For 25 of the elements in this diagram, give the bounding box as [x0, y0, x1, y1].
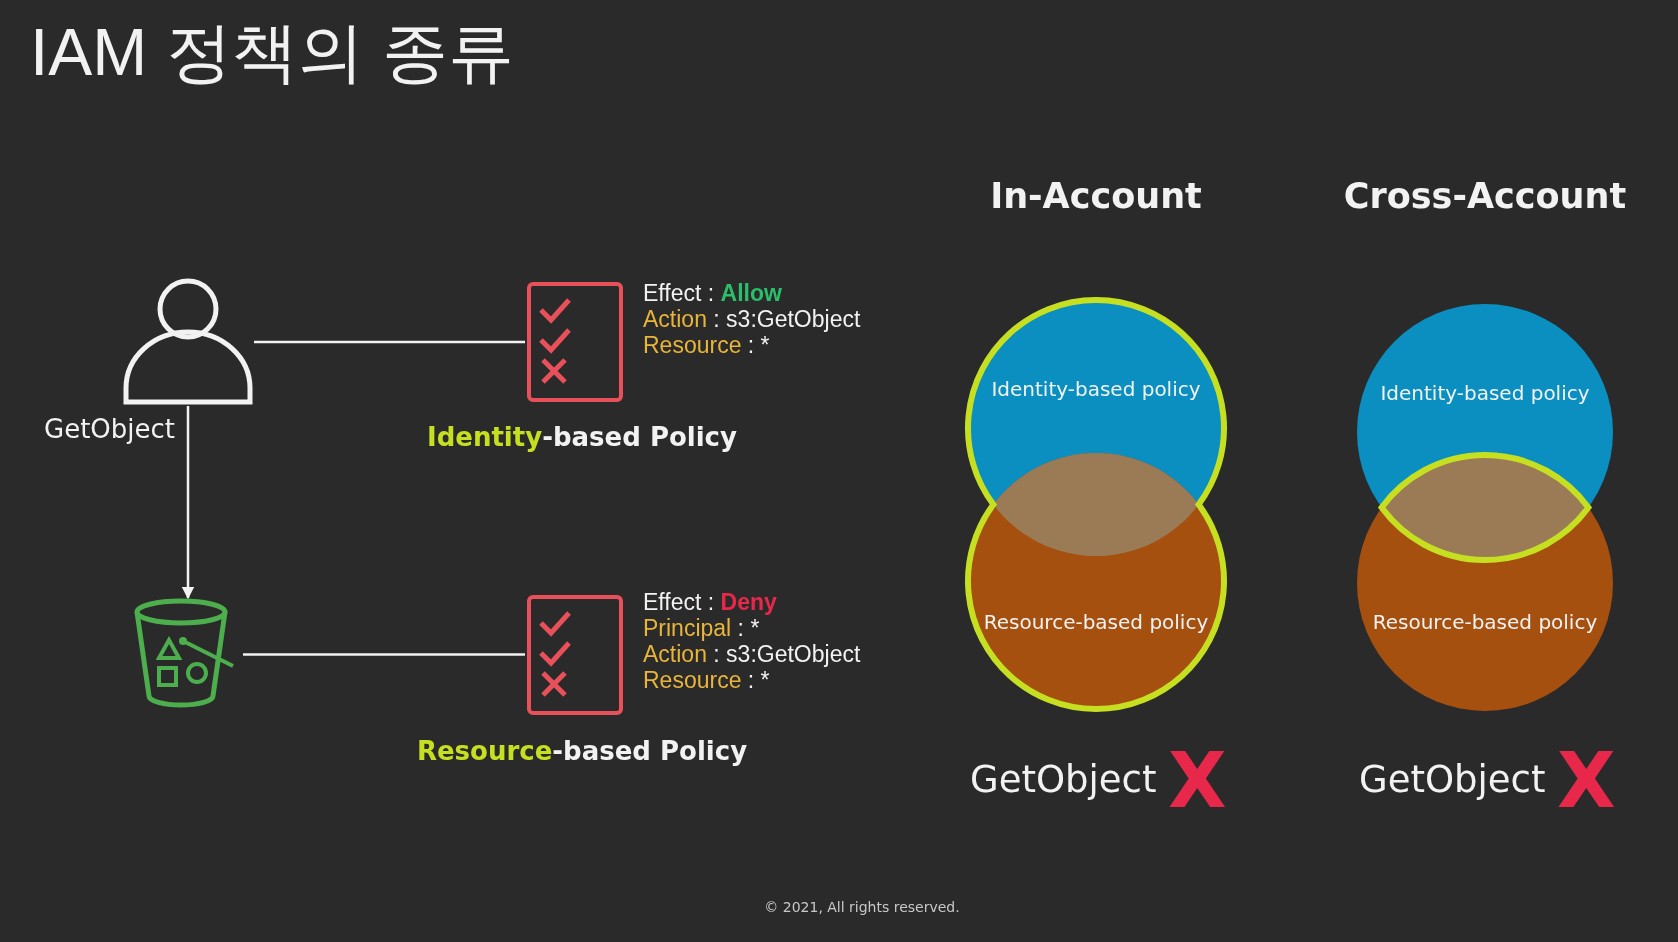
- policy-line: Action : s3:GetObject: [643, 641, 861, 667]
- circle-label: Identity-based policy: [990, 377, 1202, 401]
- arrow: [181, 406, 195, 600]
- node-label: Resource-based Policy: [415, 736, 749, 766]
- policy-line: Resource : *: [643, 332, 770, 358]
- copyright-note: © 2021, All rights reserved.: [763, 899, 961, 915]
- column-heading: Cross-Account: [1342, 176, 1628, 216]
- circle-label: Identity-based policy: [1379, 381, 1591, 405]
- column-heading: In-Account: [989, 176, 1203, 216]
- policy-line: Effect : Deny: [643, 589, 777, 615]
- connector-line: [254, 340, 525, 344]
- connector-line: [243, 653, 525, 656]
- cross-mark: X: [1557, 736, 1616, 825]
- cross-mark: X: [1168, 736, 1227, 825]
- circle-label: Resource-based policy: [982, 610, 1210, 634]
- policy-line: Resource : *: [643, 667, 770, 693]
- circle-label: Resource-based policy: [1371, 610, 1599, 634]
- node-label: GetObject: [44, 414, 175, 444]
- node-label: Identity-based Policy: [426, 422, 738, 452]
- policy-line: Action : s3:GetObject: [643, 306, 861, 332]
- result-label: GetObject: [970, 758, 1157, 801]
- policy-line: Effect : Allow: [643, 280, 782, 306]
- slide-title: IAM 정책의 종류: [30, 14, 514, 91]
- policy-line: Principal : *: [643, 615, 760, 641]
- result-label: GetObject: [1359, 758, 1546, 801]
